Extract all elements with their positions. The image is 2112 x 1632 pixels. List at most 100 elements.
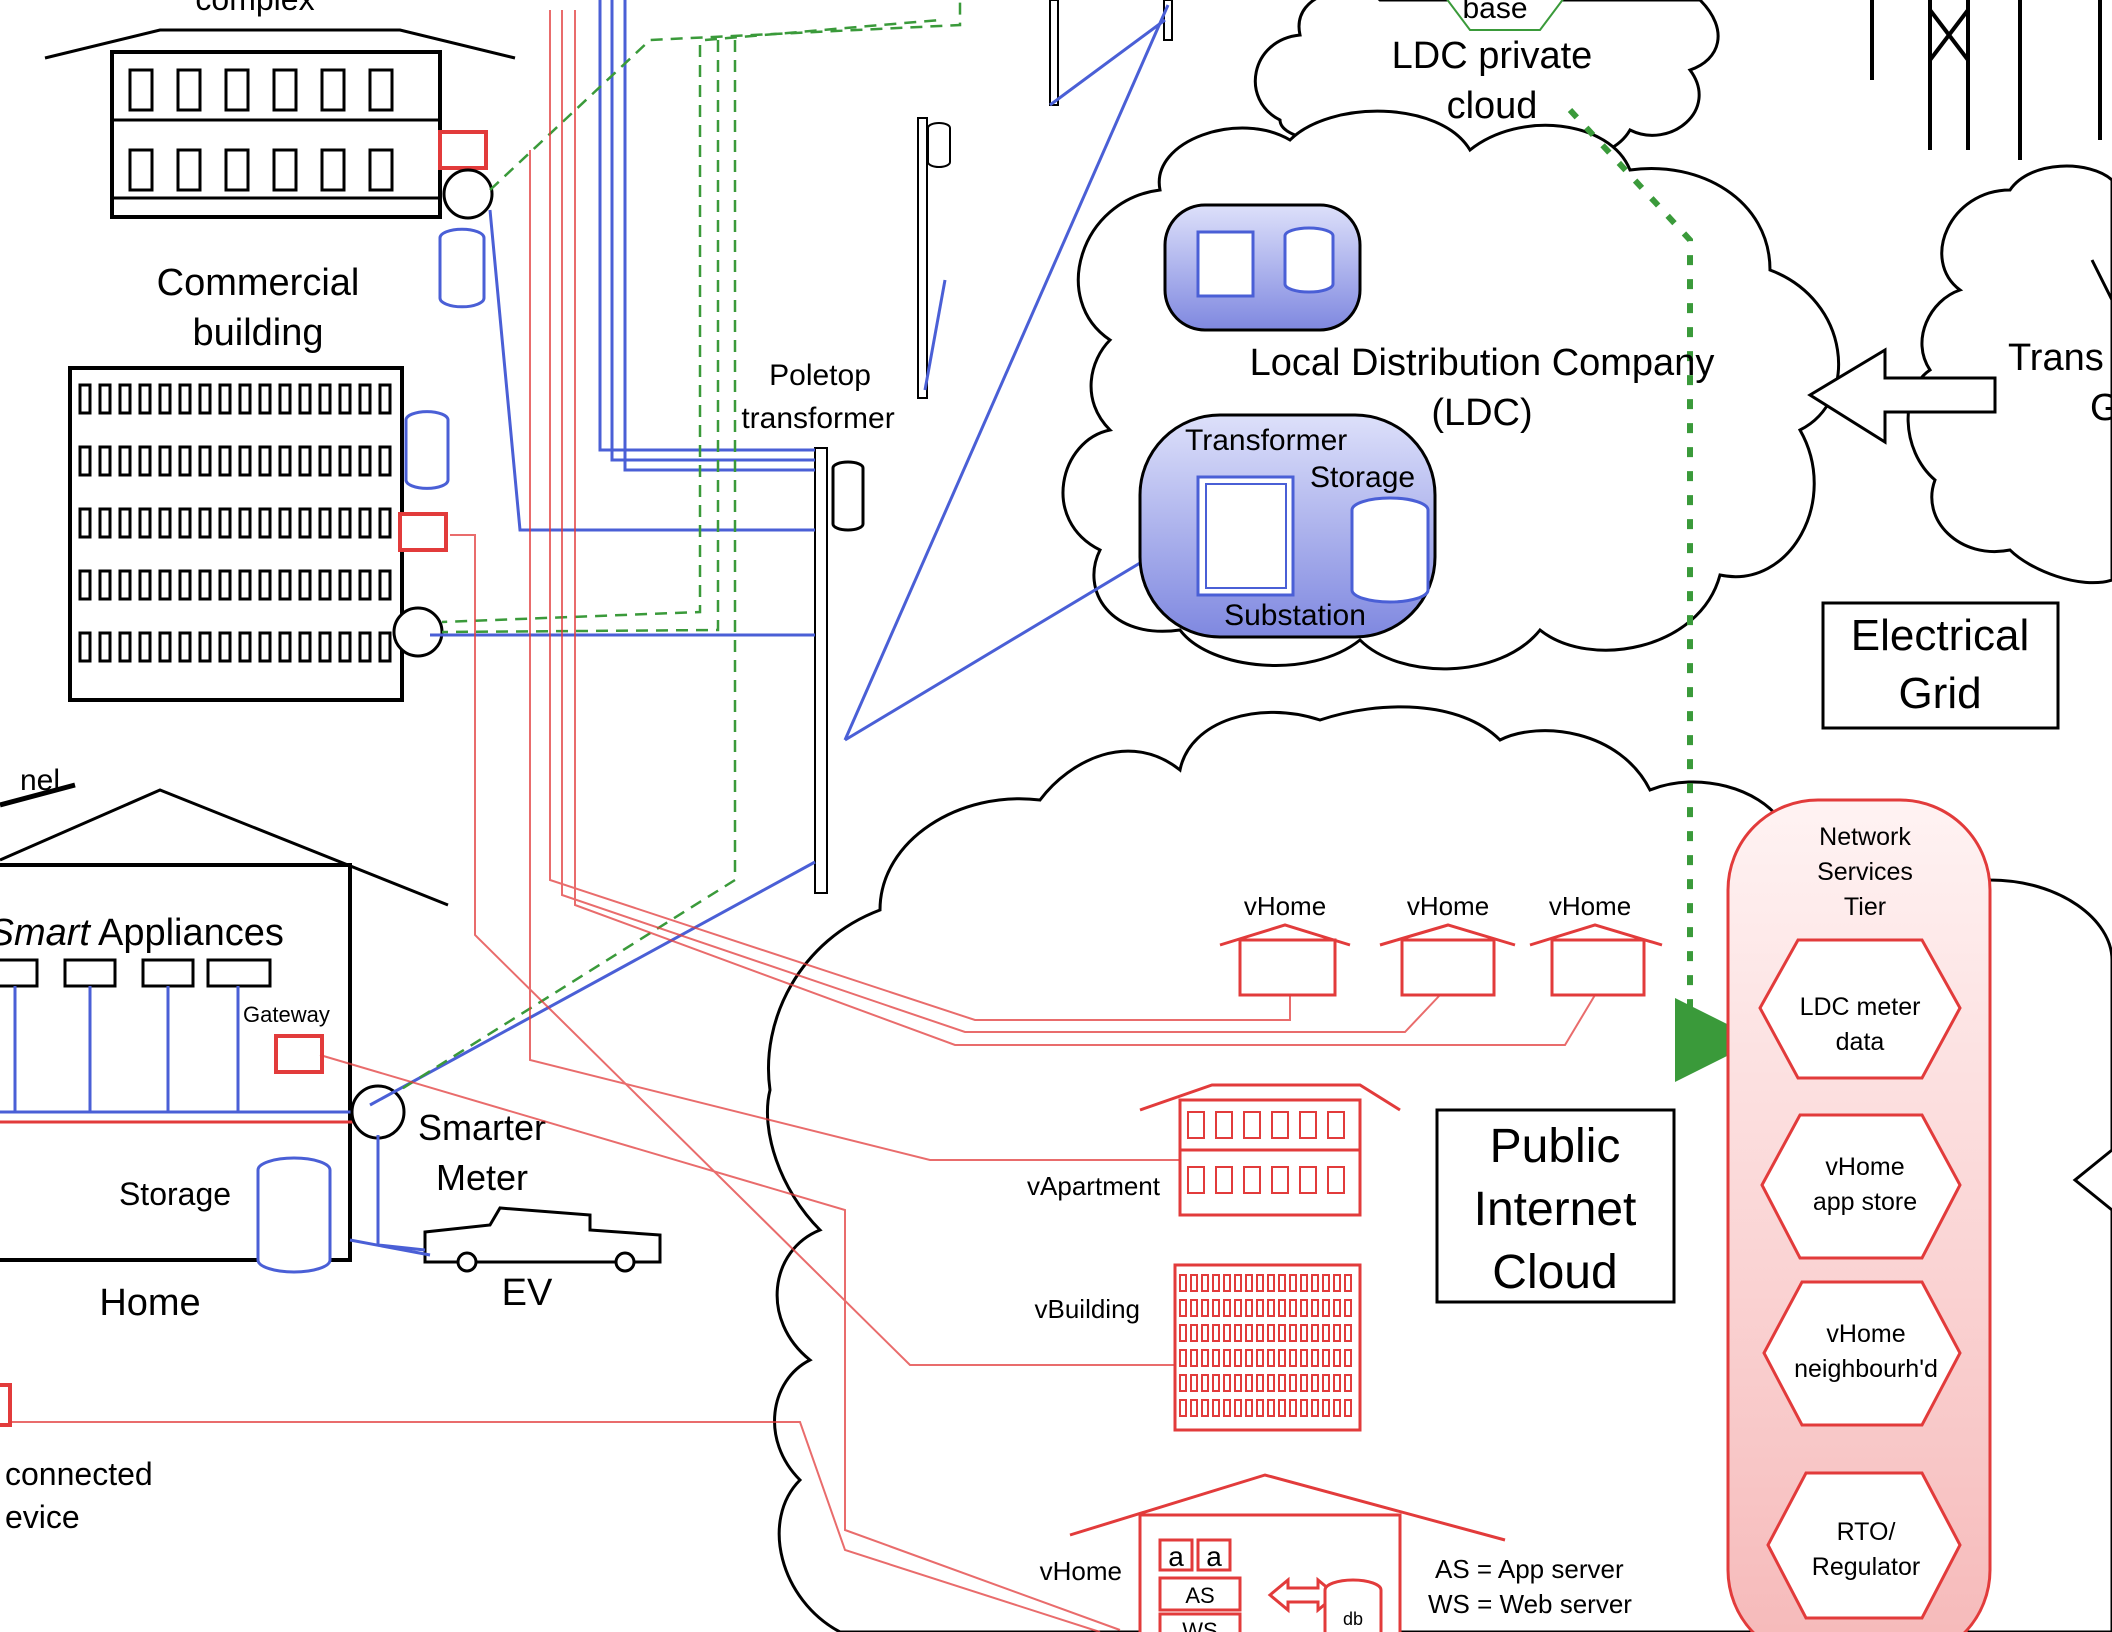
- ldc-meter-data-link: [1567, 107, 1759, 1082]
- vbuilding-window: [1322, 1274, 1330, 1292]
- label-panel: nel: [20, 764, 60, 797]
- building-window: [178, 383, 192, 415]
- vbuilding-window: [1333, 1349, 1341, 1367]
- vapartment-icon: [1139, 1083, 1401, 1217]
- label-db: db: [1343, 1609, 1363, 1629]
- vbuilding-window: [1300, 1299, 1308, 1317]
- vbuilding-window: [1201, 1274, 1209, 1292]
- building-window: [158, 445, 172, 477]
- building-window: [218, 445, 232, 477]
- apartment-meter-icon: [442, 168, 494, 220]
- label-substation-storage: Storage: [1310, 461, 1415, 494]
- building-window: [298, 631, 312, 663]
- commercial-meter-icon: [392, 606, 444, 658]
- label-home: Home: [99, 1282, 200, 1324]
- building-window: [158, 631, 172, 663]
- physical-power-lines: [349, 0, 1170, 1257]
- building-window: [78, 445, 92, 477]
- building-window: [118, 445, 132, 477]
- vbuilding-window: [1344, 1324, 1352, 1342]
- label-transformer: Transformer: [1185, 424, 1347, 457]
- vbuilding-window: [1300, 1399, 1308, 1417]
- vbuilding-window: [1333, 1324, 1341, 1342]
- building-window: [158, 569, 172, 601]
- vapartment-window: [1243, 1111, 1261, 1139]
- label-ldc-private-cloud: cloud: [1447, 85, 1538, 127]
- connected-device-icon: [0, 1383, 12, 1427]
- building-window: [318, 383, 332, 415]
- vbuilding-window: [1267, 1399, 1275, 1417]
- building-window: [258, 631, 272, 663]
- vbuilding-window: [1234, 1324, 1242, 1342]
- vbuilding-window: [1245, 1399, 1253, 1417]
- building-window: [258, 383, 272, 415]
- vbuilding-window: [1212, 1324, 1220, 1342]
- vhome-app-store-service[interactable]: [1760, 1113, 1962, 1260]
- label-substation: Substation: [1224, 599, 1366, 632]
- building-window: [318, 631, 332, 663]
- vbuilding-window: [1212, 1274, 1220, 1292]
- service-hexagons: [1758, 938, 1962, 1620]
- building-window: [338, 631, 352, 663]
- building-window: [178, 507, 192, 539]
- building-window: [318, 569, 332, 601]
- building-window: [238, 631, 252, 663]
- label-svc-neigh-1: vHome: [1826, 1320, 1905, 1348]
- vbuilding-window: [1234, 1399, 1242, 1417]
- vbuilding-window: [1311, 1374, 1319, 1392]
- label-svc-ldc-2: data: [1836, 1028, 1885, 1056]
- label-grid: Grid: [1898, 669, 1981, 718]
- base-hexagon-icon: [1446, 0, 1564, 31]
- vbuilding-window: [1311, 1299, 1319, 1317]
- label-svc-rto-2: Regulator: [1812, 1553, 1920, 1581]
- vbuilding-window: [1278, 1349, 1286, 1367]
- vbuilding-window: [1223, 1349, 1231, 1367]
- vbuilding-window: [1179, 1374, 1187, 1392]
- vbuilding-window: [1256, 1274, 1264, 1292]
- vbuilding-window: [1322, 1349, 1330, 1367]
- vbuilding-window: [1201, 1299, 1209, 1317]
- vbuilding-window: [1256, 1399, 1264, 1417]
- vbuilding-window: [1190, 1399, 1198, 1417]
- vbuilding-window: [1179, 1399, 1187, 1417]
- building-window: [258, 569, 272, 601]
- building-window: [378, 507, 392, 539]
- building-window: [318, 507, 332, 539]
- vbuilding-window: [1311, 1349, 1319, 1367]
- vbuilding-window: [1278, 1324, 1286, 1342]
- vbuilding-window: [1245, 1374, 1253, 1392]
- home-storage-icon: [256, 1156, 332, 1274]
- label-vapartment: vApartment: [1027, 1171, 1161, 1201]
- vbuilding-window: [1311, 1274, 1319, 1292]
- vbuilding-window: [1256, 1349, 1264, 1367]
- vhome-neighbourhood-service[interactable]: [1762, 1280, 1962, 1427]
- vapartment-window: [1215, 1111, 1233, 1139]
- legend-as: AS = App server: [1435, 1554, 1624, 1584]
- ev-car-icon: [423, 1206, 662, 1273]
- building-window: [138, 507, 152, 539]
- ldc-meter-data-service[interactable]: [1758, 938, 1962, 1080]
- vbuilding-window: [1234, 1374, 1242, 1392]
- building-window: [218, 383, 232, 415]
- vbuilding-window: [1289, 1324, 1297, 1342]
- label-device: evice: [5, 1499, 80, 1535]
- building-window: [138, 445, 152, 477]
- vbuilding-window: [1278, 1399, 1286, 1417]
- label-complex: complex: [195, 0, 314, 17]
- vbuilding-window: [1333, 1274, 1341, 1292]
- vbuilding-window: [1234, 1299, 1242, 1317]
- vbuilding-window: [1256, 1324, 1264, 1342]
- vbuilding-window: [1289, 1274, 1297, 1292]
- rto-regulator-service[interactable]: [1766, 1471, 1962, 1620]
- building-window: [378, 445, 392, 477]
- vbuilding-icon: [1173, 1263, 1362, 1432]
- building-window: [338, 383, 352, 415]
- vbuilding-window: [1300, 1374, 1308, 1392]
- building-window: [218, 631, 232, 663]
- apartment-complex-building: [44, 28, 516, 309]
- commercial-building: [68, 366, 450, 702]
- building-window: [98, 507, 112, 539]
- building-window: [238, 445, 252, 477]
- building-window: [278, 631, 292, 663]
